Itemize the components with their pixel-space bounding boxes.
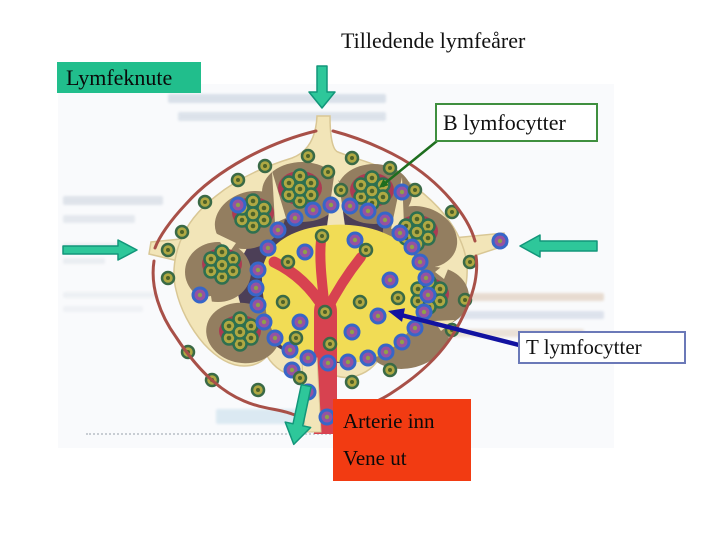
slide-title: Tilledende lymfeårer xyxy=(341,28,526,53)
bleed-text-line xyxy=(432,293,604,301)
vein-out-label-text: Vene ut xyxy=(343,446,407,470)
lymph-node-label: Lymfeknute xyxy=(57,62,201,93)
scattered-cells xyxy=(160,148,478,398)
afferent-arrow-left xyxy=(62,239,138,261)
bleed-text-line xyxy=(63,306,143,312)
t-cells-pointer-arrow xyxy=(388,308,520,348)
t-lymphocyte-cells xyxy=(191,183,509,426)
t-lymphocytes-label-text: T lymfocytter xyxy=(526,335,642,359)
b-cells-pointer-arrow xyxy=(379,140,438,188)
afferent-arrow-right xyxy=(519,234,598,258)
bleed-text-line xyxy=(63,196,163,205)
afferent-arrow-top xyxy=(308,65,336,109)
bleed-text-line xyxy=(63,215,135,223)
b-lymphocytes-callout: B lymfocytter xyxy=(435,103,598,142)
artery-in-label-text: Arterie inn xyxy=(343,409,435,433)
t-lymphocytes-callout: T lymfocytter xyxy=(518,331,686,364)
bleed-text-line xyxy=(63,292,158,298)
bleed-text-line xyxy=(168,94,386,103)
b-lymphocytes-label-text: B lymfocytter xyxy=(443,109,566,135)
efferent-arrow-bottom xyxy=(284,383,312,446)
bleed-text-line xyxy=(436,311,604,319)
bleed-text-line xyxy=(434,329,584,337)
bleed-dotted-line xyxy=(86,433,338,435)
bleed-text-line xyxy=(63,258,105,264)
vessels-callout: Arterie inn Vene ut xyxy=(333,399,471,481)
lymph-node-label-text: Lymfeknute xyxy=(66,64,173,90)
bleed-text-line xyxy=(178,112,386,121)
